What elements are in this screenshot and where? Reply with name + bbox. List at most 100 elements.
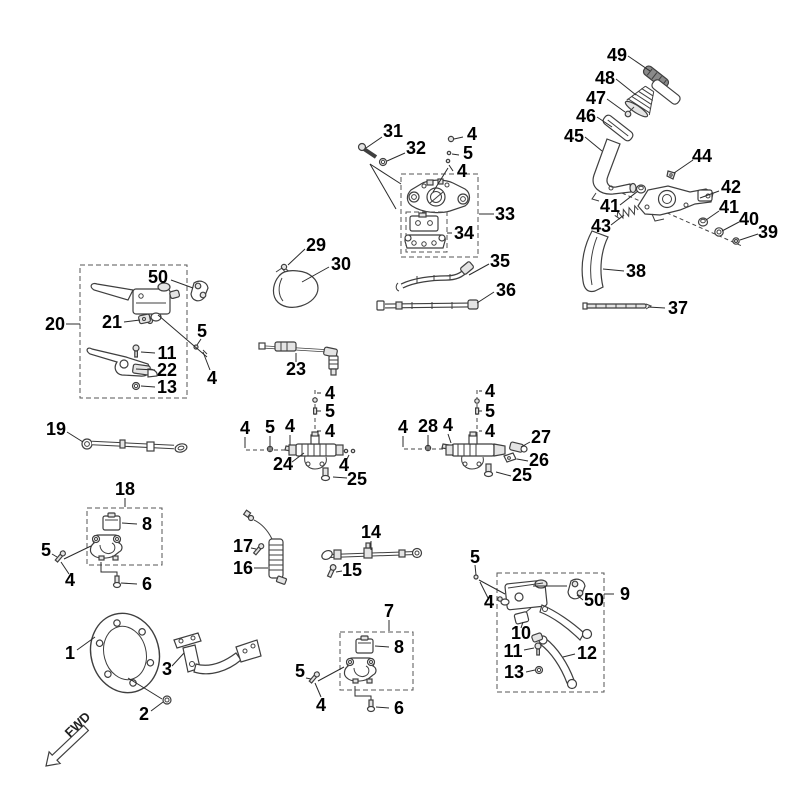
label-2: 2 bbox=[139, 704, 149, 724]
bolt-31 bbox=[357, 142, 378, 159]
label-48: 48 bbox=[595, 68, 615, 88]
fwd-arrow-icon bbox=[45, 724, 90, 767]
group-box-7 bbox=[339, 631, 414, 691]
label-22: 22 bbox=[157, 360, 177, 380]
bolt-5g bbox=[308, 671, 320, 684]
rear-caliper-assembly bbox=[357, 135, 479, 258]
label-5e: 5 bbox=[485, 401, 495, 421]
label-38: 38 bbox=[626, 261, 646, 281]
rod-37 bbox=[582, 302, 653, 310]
washer-40 bbox=[714, 227, 724, 237]
brake-pad-lower bbox=[404, 234, 446, 249]
label-20: 20 bbox=[45, 314, 65, 334]
washer-32 bbox=[378, 157, 388, 167]
label-17: 17 bbox=[233, 536, 253, 556]
label-12: 12 bbox=[577, 643, 597, 663]
label-19: 19 bbox=[46, 419, 66, 439]
brake-disc-assembly bbox=[89, 612, 262, 705]
label-29: 29 bbox=[306, 235, 326, 255]
label-5d: 5 bbox=[325, 401, 335, 421]
bolt-25b bbox=[483, 463, 494, 478]
label-41b: 41 bbox=[719, 197, 739, 217]
label-8a: 8 bbox=[142, 514, 152, 534]
pedal-cover-38 bbox=[581, 230, 609, 293]
label-5g: 5 bbox=[295, 661, 305, 681]
label-4a: 4 bbox=[467, 124, 477, 144]
brake-pad-8a bbox=[102, 512, 121, 531]
hose-35 bbox=[395, 261, 474, 292]
label-5f: 5 bbox=[41, 540, 51, 560]
label-25a: 25 bbox=[347, 469, 367, 489]
clamp-50a bbox=[190, 280, 209, 302]
group-box-9 bbox=[496, 572, 605, 693]
brake-lever-12 bbox=[531, 632, 578, 690]
label-42: 42 bbox=[721, 177, 741, 197]
left-master-cylinder-assembly bbox=[79, 264, 209, 399]
brake-lever-21-upper bbox=[90, 282, 181, 325]
cable-23 bbox=[258, 341, 339, 376]
label-21: 21 bbox=[102, 312, 122, 332]
label-46: 46 bbox=[576, 106, 596, 126]
caliper-7 bbox=[343, 657, 377, 684]
label-7: 7 bbox=[384, 601, 394, 621]
nut-39 bbox=[732, 237, 740, 245]
label-35: 35 bbox=[490, 251, 510, 271]
switch-10 bbox=[513, 607, 532, 625]
label-50a: 50 bbox=[148, 267, 168, 287]
bushing-41a bbox=[635, 184, 647, 194]
label-34: 34 bbox=[454, 223, 474, 243]
label-6b: 6 bbox=[394, 698, 404, 718]
brake-lever-upper bbox=[539, 604, 593, 641]
label-4n: 4 bbox=[316, 695, 326, 715]
label-44: 44 bbox=[692, 146, 712, 166]
brake-pad-upper bbox=[409, 212, 439, 232]
left-front-caliper-assembly bbox=[54, 507, 423, 589]
cable-guard-assembly bbox=[272, 263, 319, 308]
label-36: 36 bbox=[496, 280, 516, 300]
label-4f: 4 bbox=[325, 383, 335, 403]
label-27: 27 bbox=[531, 427, 551, 447]
label-32: 32 bbox=[406, 138, 426, 158]
screw-17 bbox=[252, 543, 265, 556]
group-box-18 bbox=[86, 507, 163, 566]
label-4g: 4 bbox=[325, 421, 335, 441]
label-39: 39 bbox=[758, 222, 778, 242]
junction-valve-center bbox=[246, 390, 356, 482]
label-14: 14 bbox=[361, 522, 381, 542]
hose-14 bbox=[321, 542, 423, 561]
clamp-50b bbox=[567, 578, 586, 600]
label-11a: 11 bbox=[157, 343, 176, 363]
label-16: 16 bbox=[233, 558, 253, 578]
bolt-5h bbox=[473, 574, 479, 580]
label-4m: 4 bbox=[65, 570, 75, 590]
spring-boot-48 bbox=[624, 85, 655, 118]
label-13a: 13 bbox=[157, 377, 177, 397]
label-11c: 11 bbox=[503, 641, 522, 661]
label-13c: 13 bbox=[504, 662, 524, 682]
label-28: 28 bbox=[418, 416, 438, 436]
label-4c: 4 bbox=[207, 368, 217, 388]
label-4d: 4 bbox=[240, 418, 250, 438]
label-4k: 4 bbox=[485, 381, 495, 401]
label-26: 26 bbox=[529, 450, 549, 470]
master-cylinder-body bbox=[497, 579, 548, 611]
label-5h: 5 bbox=[470, 547, 480, 567]
label-5b: 5 bbox=[197, 321, 207, 341]
label-9: 9 bbox=[620, 584, 630, 604]
brake-pad-8b bbox=[355, 635, 374, 654]
valve-body-26 bbox=[445, 431, 506, 470]
label-3: 3 bbox=[162, 659, 172, 679]
brake-hose-19 bbox=[81, 438, 188, 453]
label-30: 30 bbox=[331, 254, 351, 274]
label-5c: 5 bbox=[265, 417, 275, 437]
fitting-27 bbox=[509, 441, 528, 453]
group-box-34 bbox=[405, 211, 448, 253]
caliper-18 bbox=[89, 534, 123, 561]
label-1: 1 bbox=[65, 643, 75, 663]
brake-pedal-45 bbox=[591, 138, 637, 202]
pedal-pad-46 bbox=[602, 114, 634, 142]
label-47: 47 bbox=[586, 88, 606, 108]
label-5a: 5 bbox=[463, 143, 473, 163]
label-4i: 4 bbox=[398, 417, 408, 437]
